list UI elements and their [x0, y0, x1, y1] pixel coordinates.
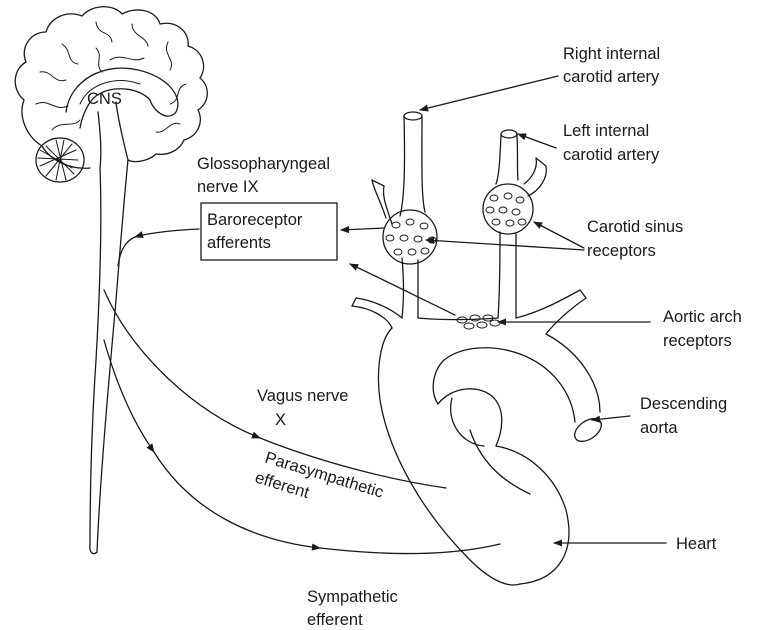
afferent-to-cns-arrow — [135, 229, 199, 237]
right-carotid-pointer — [420, 76, 558, 110]
left-carotid-pointer — [518, 134, 556, 148]
carotid-sinus-label-line2: receptors — [587, 242, 656, 260]
descending-aorta-pointer — [592, 416, 630, 420]
baroreceptor-label-line2: afferents — [207, 234, 271, 252]
descending-aorta-label-line2: aorta — [640, 419, 678, 437]
heart — [470, 430, 569, 584]
heart-label: Heart — [676, 535, 717, 553]
carotid-sinus-label-line1: Carotid sinus — [587, 218, 683, 236]
carotid-sinus-receptor-dots — [386, 193, 526, 255]
glossopharyngeal-label-line1: Glossopharyngeal — [197, 155, 330, 173]
right-sinus-pointer — [426, 240, 584, 250]
cns-label: CNS — [87, 90, 122, 108]
glossopharyngeal-label-line2: nerve IX — [197, 178, 258, 196]
right-carotid-label-line2: carotid artery — [563, 68, 660, 86]
left-sinus-pointer — [534, 222, 584, 248]
aortic-arch-label-line1: Aortic arch — [663, 308, 742, 326]
cerebellum-folia — [38, 140, 78, 180]
vagus-label-line2: X — [275, 411, 286, 429]
aortic-arch-receptor-dots — [457, 315, 500, 329]
sympathetic-label-line1: Sympathetic — [307, 588, 398, 606]
sinus-to-box-arrow — [341, 228, 384, 230]
baroreceptor-label-line1: Baroreceptor — [207, 211, 303, 229]
vagus-arrow — [104, 290, 260, 438]
left-carotid-label-line1: Left internal — [563, 122, 649, 140]
right-carotid-label-line1: Right internal — [563, 45, 660, 63]
sympathetic-label-line2: efferent — [307, 611, 363, 629]
right-carotid-sinus — [383, 210, 437, 264]
aortic-arch-label-line2: receptors — [663, 332, 732, 350]
left-carotid-sinus — [483, 184, 533, 234]
left-carotid-label-line2: carotid artery — [563, 146, 660, 164]
aortic-arch — [352, 290, 605, 585]
descending-aorta-label-line1: Descending — [640, 395, 727, 413]
vagus-label-line1: Vagus nerve — [257, 387, 348, 405]
